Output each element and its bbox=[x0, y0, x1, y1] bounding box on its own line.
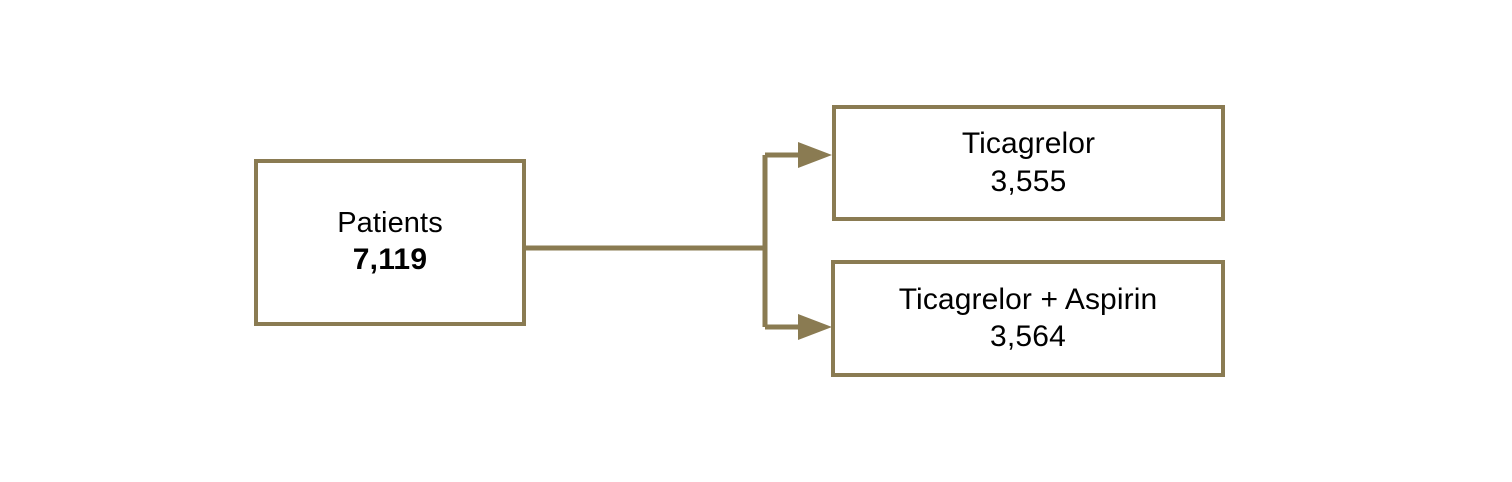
node-ticagrelor: Ticagrelor 3,555 bbox=[832, 105, 1225, 221]
node-ticagrelor-label: Ticagrelor bbox=[961, 127, 1096, 161]
node-ticagrelor-aspirin: Ticagrelor + Aspirin 3,564 bbox=[831, 260, 1225, 377]
node-patients-value: 7,119 bbox=[352, 243, 428, 277]
node-ticagrelor-aspirin-value: 3,564 bbox=[989, 320, 1067, 353]
node-patients: Patients 7,119 bbox=[254, 159, 526, 326]
node-ticagrelor-value: 3,555 bbox=[990, 164, 1067, 198]
edge-branch-upper-arrowhead-icon bbox=[798, 142, 832, 168]
edge-branch-lower-arrowhead-icon bbox=[798, 314, 832, 340]
node-patients-label: Patients bbox=[337, 207, 443, 240]
node-ticagrelor-aspirin-label: Ticagrelor + Aspirin bbox=[898, 282, 1158, 316]
